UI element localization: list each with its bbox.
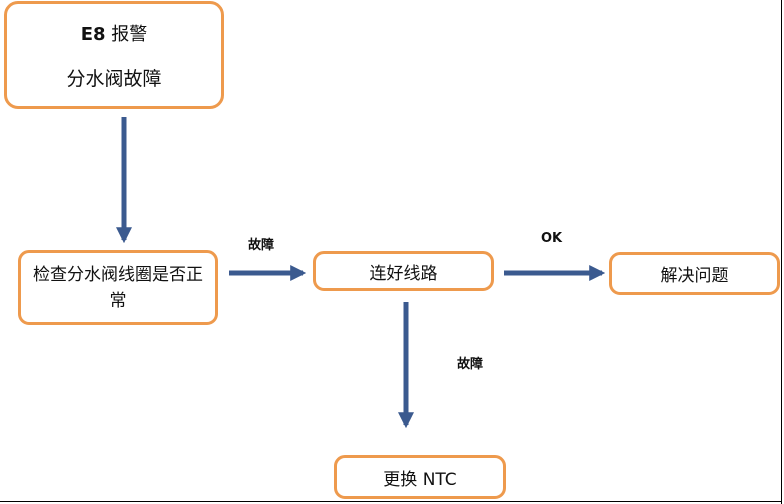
node-e8-alarm-subtitle: 分水阀故障 — [66, 67, 162, 90]
frame-border-bottom — [0, 501, 782, 502]
edge-label-ok: OK — [541, 231, 563, 246]
node-check-coil: 检查分水阀线圈是否正常 — [18, 250, 218, 325]
frame-border-right — [781, 0, 782, 504]
node-check-coil-label: 检查分水阀线圈是否正常 — [33, 264, 203, 311]
node-replace-ntc-label: 更换 NTC — [383, 469, 457, 490]
node-problem-solved: 解决问题 — [609, 252, 780, 295]
edge-label-fault-1: 故障 — [248, 238, 275, 253]
node-e8-alarm-title: E8 报警 — [81, 20, 148, 46]
edge-label-fault-2: 故障 — [457, 357, 484, 372]
alarm-code: E8 — [80, 23, 106, 45]
node-connect-wiring: 连好线路 — [313, 251, 494, 291]
node-connect-wiring-label: 连好线路 — [369, 263, 438, 284]
node-e8-alarm: E8 报警 分水阀故障 — [4, 1, 224, 109]
node-problem-solved-label: 解决问题 — [660, 266, 729, 286]
alarm-title: 报警 — [111, 23, 148, 45]
node-replace-ntc: 更换 NTC — [334, 455, 506, 499]
